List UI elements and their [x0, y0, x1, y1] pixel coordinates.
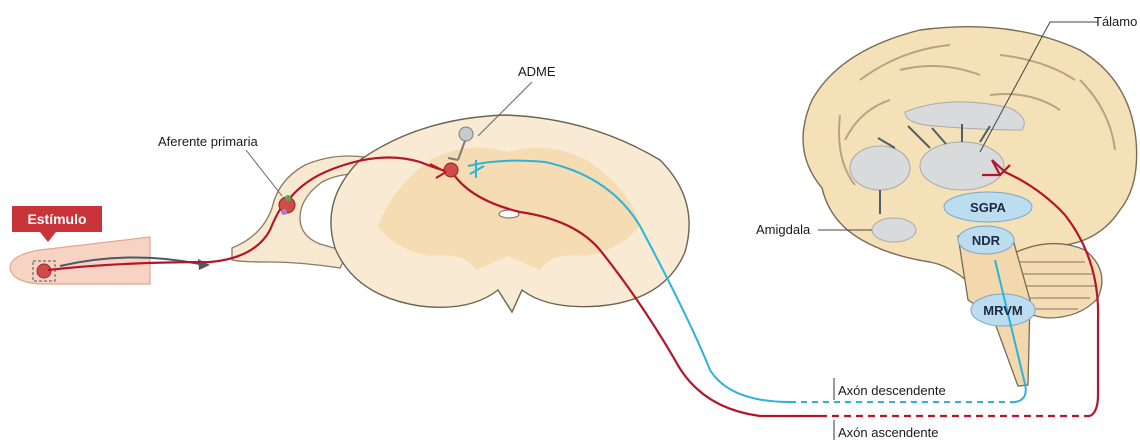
- spinal-cord: [331, 115, 689, 312]
- adme-label: ADME: [518, 64, 556, 79]
- primary-afferent-leader: [246, 150, 282, 196]
- sgpa-label: SGPA: [944, 198, 1032, 216]
- amygdala-label: Amigdala: [756, 222, 810, 237]
- stimulus-arrowhead: [198, 259, 210, 270]
- stimulus-label: Estímulo: [27, 211, 86, 227]
- thalamus-label: Tálamo: [1094, 14, 1137, 29]
- ndr-label: NDR: [958, 231, 1014, 249]
- finger: [10, 237, 150, 284]
- second-order-neuron: [444, 163, 458, 177]
- stimulus-callout: Estímulo: [12, 206, 102, 232]
- stimulus-callout-pointer: [40, 232, 56, 242]
- mrvm-label: MRVM: [971, 301, 1035, 319]
- descending-axon-label: Axón descendente: [838, 383, 946, 398]
- ascending-axon-label: Axón ascendente: [838, 425, 938, 440]
- primary-afferent-label: Aferente primaria: [158, 134, 258, 149]
